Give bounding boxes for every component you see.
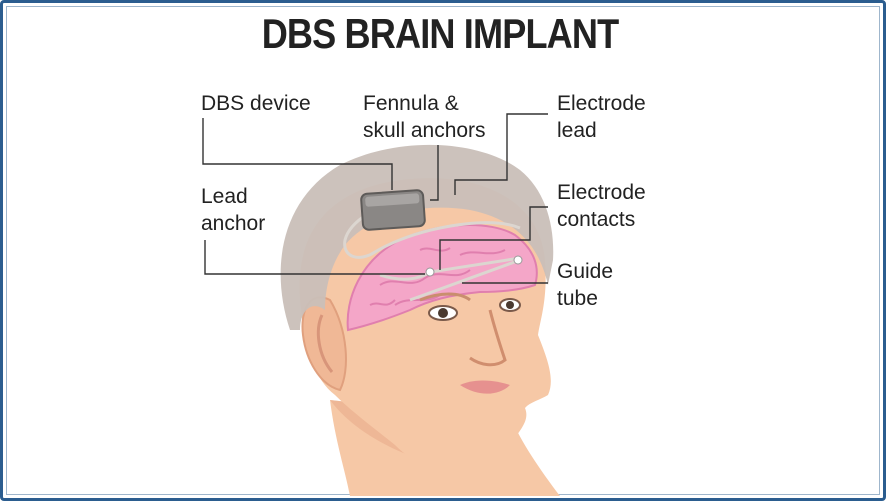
pupil-right (506, 301, 514, 309)
label-electrode-lead: Electrode lead (557, 90, 646, 144)
nose (469, 309, 507, 367)
electrode-contact-2 (513, 255, 523, 265)
label-electrode-lead-line1: Electrode (557, 92, 646, 115)
label-guide-tube: Guide tube (557, 258, 613, 312)
label-lead-anchor: Lead anchor (201, 183, 265, 237)
electrode-lead-wire (343, 198, 521, 259)
pupil-left (438, 308, 448, 318)
dbs-device-top (365, 193, 420, 207)
leader-lead-anchor (204, 240, 425, 275)
leader-dbs-device (202, 118, 393, 190)
label-lead-anchor-line1: Lead (201, 185, 248, 208)
label-guide-tube-line2: tube (557, 287, 598, 310)
label-electrode-contacts: Electrode contacts (557, 179, 646, 233)
label-dbs-device-text: DBS device (201, 92, 311, 115)
label-lead-anchor-line2: anchor (201, 212, 266, 235)
lips (460, 380, 510, 394)
label-dbs-device: DBS device (201, 90, 311, 117)
label-fennula-skull-anchors: Fennula & skull anchors (363, 90, 486, 144)
leader-electrode-contacts (439, 206, 548, 270)
electrode-contact-1 (425, 267, 435, 277)
guide-tube-line (409, 258, 521, 302)
label-guide-tube-line1: Guide (557, 260, 614, 283)
scalp-cap (280, 144, 554, 330)
label-electrode-contacts-line1: Electrode (557, 181, 646, 204)
leader-electrode-lead (454, 113, 548, 195)
ear-inner (316, 314, 334, 373)
label-fennula-line2: skull anchors (363, 119, 486, 142)
label-electrode-lead-line2: lead (557, 119, 597, 142)
label-fennula-line1: Fennula & (363, 92, 459, 115)
label-electrode-contacts-line2: contacts (557, 208, 636, 231)
brain-folds (369, 247, 506, 306)
eyebrow (419, 292, 471, 302)
leader-fennula (430, 145, 439, 201)
diagram-title: DBS BRAIN IMPLANT (261, 10, 619, 57)
